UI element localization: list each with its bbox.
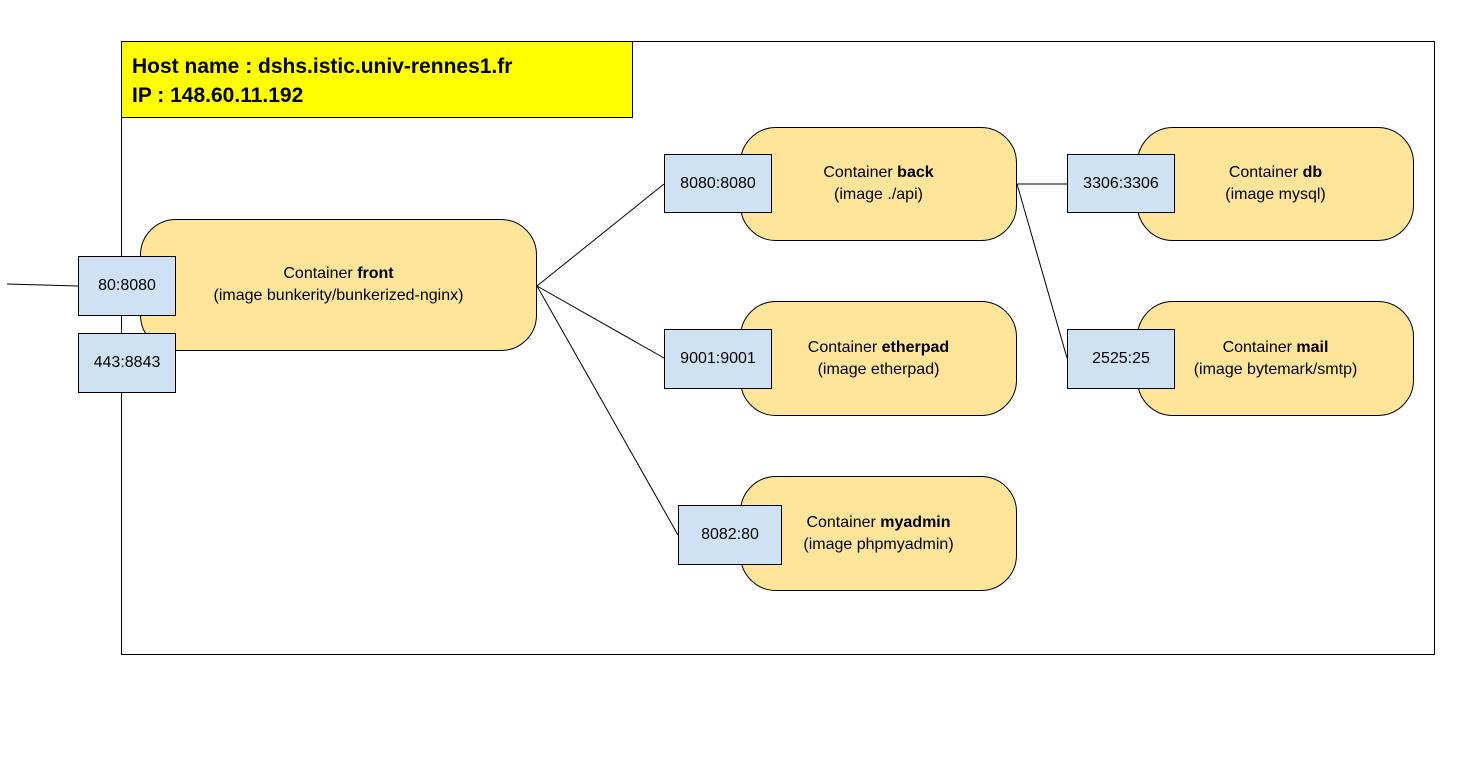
container-etherpad-name: etherpad bbox=[881, 338, 950, 356]
container-prefix: Container bbox=[1222, 338, 1297, 356]
container-etherpad-image: (image etherpad) bbox=[817, 360, 940, 378]
container-back: Container back (image ./api) bbox=[740, 127, 1017, 241]
container-myadmin: Container myadmin (image phpmyadmin) bbox=[740, 476, 1017, 591]
container-db: Container db (image mysql) bbox=[1137, 127, 1414, 241]
front-to-etherpad-line bbox=[536, 285, 665, 359]
host-ip-label: IP : 148.60.11.192 bbox=[132, 84, 304, 107]
port-mail: 2525:25 bbox=[1067, 329, 1175, 389]
container-db-title: Container db bbox=[1229, 162, 1322, 184]
container-mail-title: Container mail bbox=[1223, 337, 1329, 359]
container-prefix: Container bbox=[283, 265, 358, 282]
container-back-name: back bbox=[897, 164, 934, 181]
container-myadmin-title: Container myadmin bbox=[806, 512, 950, 534]
container-prefix: Container bbox=[807, 338, 882, 356]
container-front: Container front (image bunkerity/bunkeri… bbox=[140, 219, 537, 351]
container-myadmin-image: (image phpmyadmin) bbox=[803, 535, 954, 553]
port-etherpad: 9001:9001 bbox=[664, 329, 772, 389]
front-to-back-line bbox=[536, 183, 665, 287]
port-back: 8080:8080 bbox=[664, 154, 772, 213]
port-myadmin: 8082:80 bbox=[678, 505, 782, 565]
container-myadmin-name: myadmin bbox=[880, 513, 951, 531]
container-db-name: db bbox=[1302, 164, 1323, 181]
container-back-image: (image ./api) bbox=[834, 186, 923, 203]
back-to-mail-line bbox=[1016, 183, 1068, 359]
container-db-image: (image mysql) bbox=[1225, 186, 1326, 203]
container-back-title: Container back bbox=[823, 162, 933, 184]
container-prefix: Container bbox=[1228, 164, 1303, 181]
container-mail-name: mail bbox=[1296, 338, 1329, 356]
container-front-name: front bbox=[357, 265, 394, 282]
front-to-myadmin-line bbox=[536, 285, 679, 536]
container-etherpad: Container etherpad (image etherpad) bbox=[740, 301, 1017, 416]
container-prefix: Container bbox=[806, 513, 881, 531]
port-front-https: 443:8843 bbox=[78, 333, 176, 393]
container-prefix: Container bbox=[823, 164, 898, 181]
container-mail-image: (image bytemark/smtp) bbox=[1193, 360, 1358, 378]
port-db: 3306:3306 bbox=[1067, 154, 1175, 213]
container-front-image: (image bunkerity/bunkerized-nginx) bbox=[213, 287, 464, 304]
host-header: Host name : dshs.istic.univ-rennes1.fr I… bbox=[121, 41, 633, 118]
port-front-http: 80:8080 bbox=[78, 256, 176, 316]
container-etherpad-title: Container etherpad bbox=[808, 337, 949, 359]
external-link-line bbox=[6, 283, 79, 287]
container-mail: Container mail (image bytemark/smtp) bbox=[1137, 301, 1414, 416]
container-front-title: Container front bbox=[283, 263, 393, 285]
host-name-label: Host name : dshs.istic.univ-rennes1.fr bbox=[132, 55, 513, 78]
